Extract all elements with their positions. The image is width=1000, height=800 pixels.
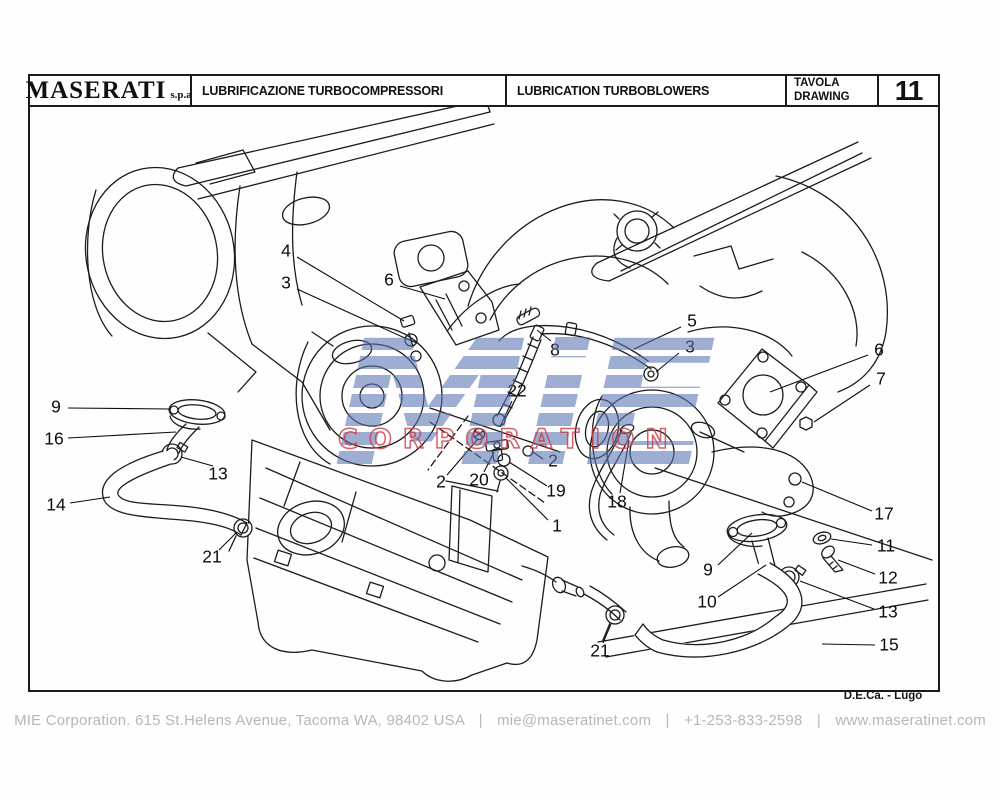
callout-leader-1 [505,477,549,521]
callout-5: 5 [687,311,697,331]
callout-leader-20 [483,451,495,473]
callout-11: 11 [877,536,895,556]
footer-website: www.maseratinet.com [835,712,986,729]
brand-suffix: s.p.a. [170,88,195,101]
footer-phone: +1-253-833-2598 [684,712,803,729]
callout-leader-22 [499,400,513,428]
tavola-label-cell: TAVOLA DRAWING [787,76,879,105]
callout-leader-3 [655,352,680,373]
callout-leader-9 [67,407,171,410]
callout-leader-5 [633,326,682,350]
callout-3: 3 [685,337,695,357]
callout-17: 17 [874,504,893,524]
callout-leader-16 [67,431,177,439]
sheet-header: MASERATI s.p.a. LUBRIFICAZIONE TURBOCOMP… [25,75,938,107]
callout-leader-12 [837,559,876,575]
callout-22: 22 [507,381,526,401]
callout-leader-13 [799,580,875,610]
footer-contact: MIE Corporation. 615 St.Helens Avenue, T… [0,712,1000,729]
callout-9: 9 [51,397,61,417]
callout-leader-19 [508,461,548,487]
callout-leader-6 [399,285,446,300]
tavola-label: TAVOLA [794,76,840,89]
callout-6: 6 [874,340,884,360]
callout-2: 2 [436,472,446,492]
callout-14: 14 [46,495,66,515]
callout-leader-4 [296,256,405,322]
callout-leader-21 [602,623,612,644]
callout-leader-2 [532,451,544,460]
callout-19: 19 [546,481,565,501]
callout-15: 15 [879,635,898,655]
callout-20: 20 [469,470,489,490]
callout-leader-11 [830,538,873,546]
footer-separator: | [665,712,670,729]
callout-13: 13 [208,464,227,484]
callout-4: 4 [281,241,291,261]
callout-leader-21 [218,531,238,551]
callout-leader-10 [717,564,767,598]
callout-3: 3 [281,273,291,293]
callout-leader-18 [619,439,630,494]
callout-9: 9 [703,560,713,580]
title-italian: LUBRIFICAZIONE TURBOCOMPRESSORI [192,76,507,105]
callout-leader-2 [446,439,478,476]
callout-18: 18 [607,492,626,512]
footer-separator: | [478,712,483,729]
callout-2: 2 [548,451,558,471]
callout-leader-13 [180,456,214,467]
callout-12: 12 [878,568,897,588]
drawing-number: 11 [879,75,938,106]
drafter-credit: D.E.Ca. - Lugo [843,690,923,702]
callout-21: 21 [202,547,221,567]
callout-leader-9 [717,532,753,566]
callout-layer: 4 3 6 8 5 3 6 7 22 9 16 13 14 21 2 20 2 19 1 18 21 17 9 11 12 10 1… [44,241,898,661]
callout-leader-3 [296,288,408,340]
callout-leader-14 [69,496,111,504]
callout-21: 21 [590,641,609,661]
title-english: LUBRICATION TURBOBLOWERS [507,76,787,105]
callout-13: 13 [878,602,897,622]
callout-1: 1 [552,516,562,536]
footer-separator: | [816,712,821,729]
callout-6: 6 [384,270,394,290]
callout-leader-6 [769,354,869,393]
callout-10: 10 [697,592,717,612]
callout-leader-7 [813,384,871,423]
footer-company-address: MIE Corporation. 615 St.Helens Avenue, T… [14,712,465,729]
engine-line-art [84,100,933,682]
callout-leader-17 [801,481,873,512]
brand-cell: MASERATI s.p.a. [25,76,195,105]
callout-leader-15 [821,643,876,646]
drawing-sheet-frame: MASERATI s.p.a. LUBRIFICAZIONE TURBOCOMP… [25,74,940,692]
callout-16: 16 [44,429,63,449]
callout-8: 8 [550,340,560,360]
maserati-logo-text: MASERATI [25,77,167,104]
footer-email: mie@maseratinet.com [497,712,652,729]
callout-7: 7 [876,369,886,389]
drawing-label: DRAWING [794,90,850,103]
callout-leader-8 [536,329,552,342]
